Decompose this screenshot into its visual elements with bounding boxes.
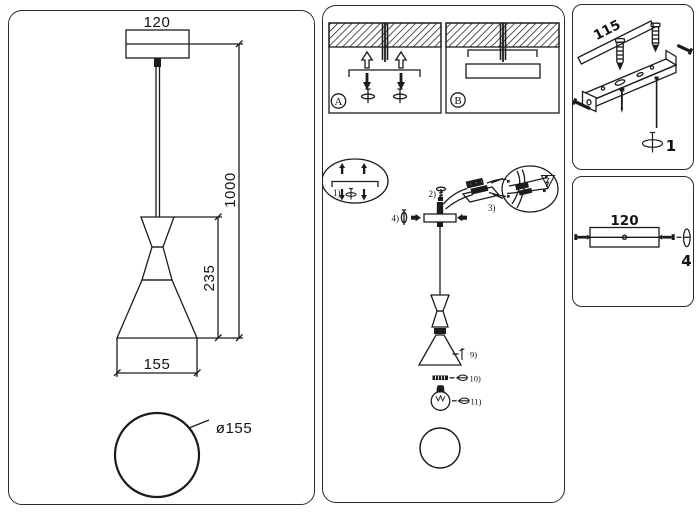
canopy-width-dim: 120 [610, 213, 638, 229]
mounting-bracket [348, 69, 421, 77]
wire [445, 193, 474, 210]
assembly-panel: A B [322, 5, 565, 503]
arrow-right-icon [411, 214, 421, 222]
canopy-detail-panel: 120 4 [572, 176, 694, 307]
pendant-outline [113, 29, 243, 499]
arrow-left-icon [457, 214, 467, 222]
mounting-option-a: A [328, 22, 442, 114]
step1-label: 1) [333, 188, 341, 198]
wiring-detail-callout [501, 165, 559, 213]
bracket-detail-panel: 115 1 [572, 4, 694, 170]
canopy-plate [465, 63, 541, 79]
wire [443, 187, 468, 205]
arrow-up-icon [394, 50, 408, 69]
screw-rotate-icon [360, 88, 376, 103]
bulb-icon [430, 385, 451, 411]
side-screw-icon [572, 97, 591, 111]
step9-label: 9) [470, 350, 477, 360]
screw-icon [654, 76, 659, 128]
side-screw-icon [574, 234, 591, 240]
terminal-base-plate [461, 186, 501, 203]
canopy-assembly: 2) 3) 4) [392, 177, 507, 227]
screw-rotate-icon [400, 209, 408, 225]
bracket-bar [582, 58, 678, 101]
bracket-detail-svg: 115 1 [572, 17, 694, 155]
step2-label: 2) [429, 189, 437, 199]
screw-icon [459, 348, 465, 360]
arrow-up-icon [361, 163, 368, 174]
canopy-plate [423, 213, 457, 223]
screw-rotate-icon [641, 131, 664, 153]
step4-label: 4) [392, 214, 400, 224]
screw-rotate-icon [676, 228, 691, 248]
arrow-down-icon [361, 189, 367, 201]
pendant-exploded-view: 9) 10) 11) [417, 227, 482, 469]
step3-label: 3) [488, 203, 496, 213]
side-screw-icon [676, 43, 694, 55]
arrow-up-icon [360, 50, 374, 69]
mounting-option-b: B [445, 22, 560, 114]
dim-canopy-width: 120 [144, 14, 171, 31]
wall-anchor-icon [614, 37, 626, 71]
wall-anchor-icon [650, 22, 661, 53]
screw-rotate-icon [457, 397, 470, 405]
socket [434, 328, 446, 334]
pendant-dimensions-svg: 120 1000 235 155 ø155 [113, 14, 253, 499]
dim-suspension-length: 1000 [222, 172, 239, 208]
retaining-ring [432, 375, 448, 380]
option-b-label: B [454, 95, 461, 107]
shade-bottom-view [419, 427, 461, 469]
step10-label: 10) [470, 374, 482, 384]
screw-rotate-icon [345, 187, 357, 200]
warning-triangle-icon [540, 174, 556, 190]
screw-icon [619, 88, 625, 113]
arrow-down-icon [339, 189, 345, 201]
arrow-down-icon [397, 73, 405, 90]
mounted-bracket [467, 49, 538, 57]
arrow-up-icon [339, 163, 346, 174]
canopy-part-qty: 4 [681, 252, 691, 270]
dimensions-panel: 120 1000 235 155 ø155 [8, 10, 315, 505]
canopy-drawing [574, 226, 691, 248]
dim-shade-width: 155 [144, 356, 171, 373]
screw-rotate-icon [455, 374, 468, 382]
step1-callout: 1) [322, 158, 389, 204]
terminal-block-icon [515, 182, 533, 196]
canopy-detail-svg: 120 4 [574, 213, 692, 270]
screw-rotate-icon [392, 88, 408, 103]
shade-cone [417, 334, 463, 366]
dim-shade-height: 235 [201, 265, 218, 292]
assembly-steps-svg: A B [322, 22, 560, 469]
bracket-spacing-dim: 115 [591, 17, 623, 44]
bracket-perspective-drawing [572, 20, 694, 153]
side-screw-icon [658, 234, 675, 240]
step11-label: 11) [471, 397, 482, 407]
threaded-nipple [436, 202, 444, 214]
arrow-down-icon [363, 73, 371, 90]
option-a-label: A [335, 96, 343, 108]
bracket-part-qty: 1 [666, 137, 676, 155]
dim-shade-diameter: ø155 [216, 420, 253, 437]
